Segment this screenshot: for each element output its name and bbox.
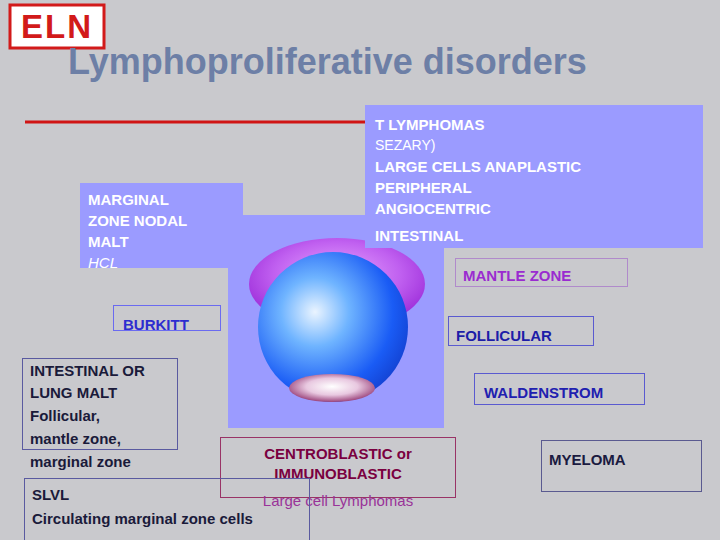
box-heading: MARGINAL ZONE NODAL MALT — [88, 189, 200, 252]
box-text: HCL — [88, 252, 235, 273]
disorder-box: MYELOMA — [541, 440, 702, 492]
cell-sphere — [258, 252, 408, 402]
box-heading: SLVL — [32, 482, 302, 508]
disorder-box: MARGINAL ZONE NODAL MALTHCL — [80, 183, 243, 268]
box-heading: T LYMPHOMAS — [375, 114, 693, 135]
box-text: Circulating marginal zone cells — [32, 508, 302, 530]
box-text: LARGE CELLS ANAPLASTIC — [375, 156, 693, 177]
disorder-box: T LYMPHOMASSEZARY)LARGE CELLS ANAPLASTIC… — [365, 105, 703, 248]
disorder-box: SLVLCirculating marginal zone cells — [24, 478, 310, 540]
disorder-box: INTESTINAL OR LUNG MALTFollicular, mantl… — [22, 358, 178, 450]
box-heading: WALDENSTROM — [484, 384, 635, 402]
cell-base — [289, 374, 375, 402]
disorder-box: FOLLICULAR — [448, 316, 594, 346]
box-text: SEZARY) — [375, 135, 693, 156]
box-text: PERIPHERAL — [375, 177, 693, 198]
box-heading: BURKITT — [123, 316, 211, 334]
disorder-box: CENTROBLASTIC or IMMUNOBLASTICLarge cell… — [220, 437, 456, 498]
box-heading: INTESTINAL OR LUNG MALT — [30, 360, 170, 404]
box-text: Large cell Lymphomas — [225, 491, 451, 511]
box-heading: MYELOMA — [549, 451, 694, 469]
logo-text: ELN — [12, 8, 102, 46]
box-heading: MANTLE ZONE — [463, 267, 620, 285]
box-text: INTESTINAL — [375, 225, 693, 246]
title-rule — [25, 121, 366, 124]
disorder-box: WALDENSTROM — [474, 373, 645, 405]
slide-title: Lymphoproliferative disorders — [68, 40, 587, 84]
disorder-box: BURKITT — [113, 305, 221, 331]
disorder-box: MANTLE ZONE — [455, 258, 628, 287]
box-heading: FOLLICULAR — [456, 327, 586, 345]
box-text: ANGIOCENTRIC — [375, 198, 693, 219]
box-text: Follicular, mantle zone, marginal zone — [30, 404, 142, 473]
